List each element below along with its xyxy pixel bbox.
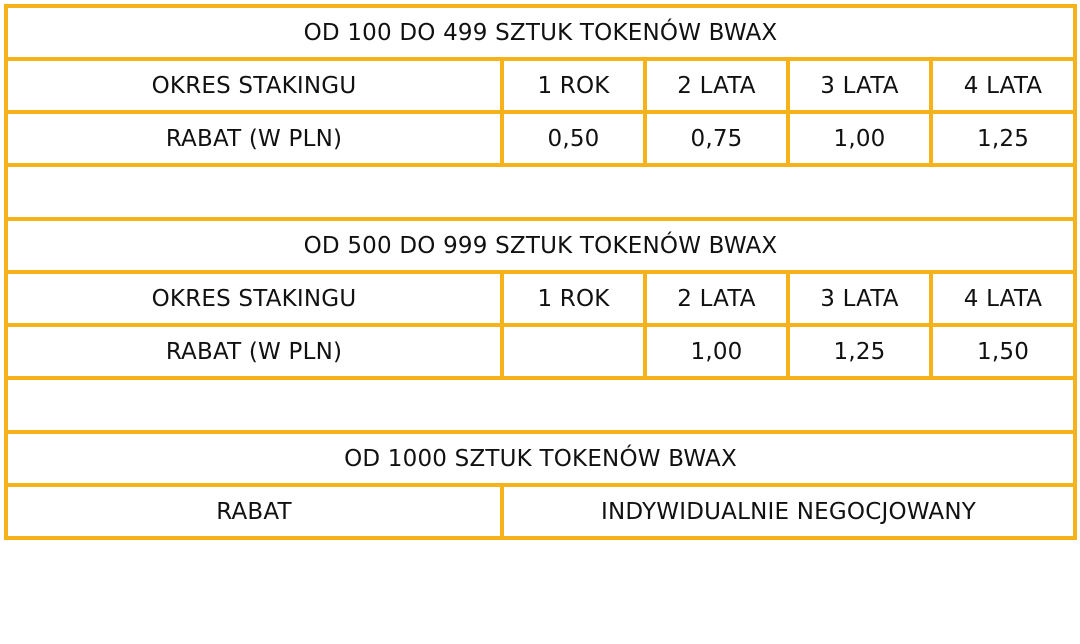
section-1-title-row: OD 100 DO 499 SZTUK TOKENÓW BWAX	[3, 4, 1078, 61]
section-2-period-3: 3 LATA	[786, 270, 933, 327]
section-2-discount-4: 1,50	[928, 323, 1078, 380]
section-2-title-row: OD 500 DO 999 SZTUK TOKENÓW BWAX	[3, 217, 1078, 274]
spacer-row-1	[3, 163, 1078, 221]
section-1-discount-1: 0,50	[500, 110, 647, 167]
section-1-discount-4: 1,25	[928, 110, 1078, 167]
section-1-period-2: 2 LATA	[643, 57, 790, 114]
section-1-period-3: 3 LATA	[786, 57, 933, 114]
section-2-period-label: OKRES STAKINGU	[4, 270, 504, 327]
section-2-period-2: 2 LATA	[643, 270, 790, 327]
section-2-discount-2: 1,00	[643, 323, 790, 380]
section-1-period-1: 1 ROK	[500, 57, 647, 114]
spacer-row-2	[3, 376, 1078, 434]
section-1-title: OD 100 DO 499 SZTUK TOKENÓW BWAX	[3, 4, 1078, 61]
spacer-cell-2	[3, 376, 1078, 434]
section-1-period-row: OKRES STAKINGU 1 ROK 2 LATA 3 LATA 4 LAT…	[4, 57, 1078, 114]
section-2-period-4: 4 LATA	[928, 270, 1078, 327]
section-1-discount-row: RABAT (W PLN) 0,50 0,75 1,00 1,25	[4, 110, 1078, 167]
section-2-discount-1	[500, 323, 647, 380]
section-2-period-row: OKRES STAKINGU 1 ROK 2 LATA 3 LATA 4 LAT…	[4, 270, 1078, 327]
staking-discount-table: OD 100 DO 499 SZTUK TOKENÓW BWAX OKRES S…	[3, 4, 1078, 540]
section-1-period-4: 4 LATA	[928, 57, 1078, 114]
section-3-discount-row: RABAT INDYWIDUALNIE NEGOCJOWANY	[4, 483, 1078, 540]
section-3-title: OD 1000 SZTUK TOKENÓW BWAX	[3, 430, 1078, 487]
section-2-discount-3: 1,25	[786, 323, 933, 380]
section-3-title-row: OD 1000 SZTUK TOKENÓW BWAX	[3, 430, 1078, 487]
section-1-discount-3: 1,00	[786, 110, 933, 167]
section-2-title: OD 500 DO 999 SZTUK TOKENÓW BWAX	[3, 217, 1078, 274]
section-1-discount-2: 0,75	[643, 110, 790, 167]
section-2-discount-label: RABAT (W PLN)	[4, 323, 504, 380]
section-2-period-1: 1 ROK	[500, 270, 647, 327]
section-3-discount-label: RABAT	[4, 483, 504, 540]
spacer-cell-1	[3, 163, 1078, 221]
section-3-discount-value: INDYWIDUALNIE NEGOCJOWANY	[499, 483, 1078, 540]
section-1-discount-label: RABAT (W PLN)	[4, 110, 504, 167]
section-1-period-label: OKRES STAKINGU	[4, 57, 504, 114]
discount-table-container: OD 100 DO 499 SZTUK TOKENÓW BWAX OKRES S…	[3, 4, 1078, 540]
section-2-discount-row: RABAT (W PLN) 1,00 1,25 1,50	[4, 323, 1078, 380]
